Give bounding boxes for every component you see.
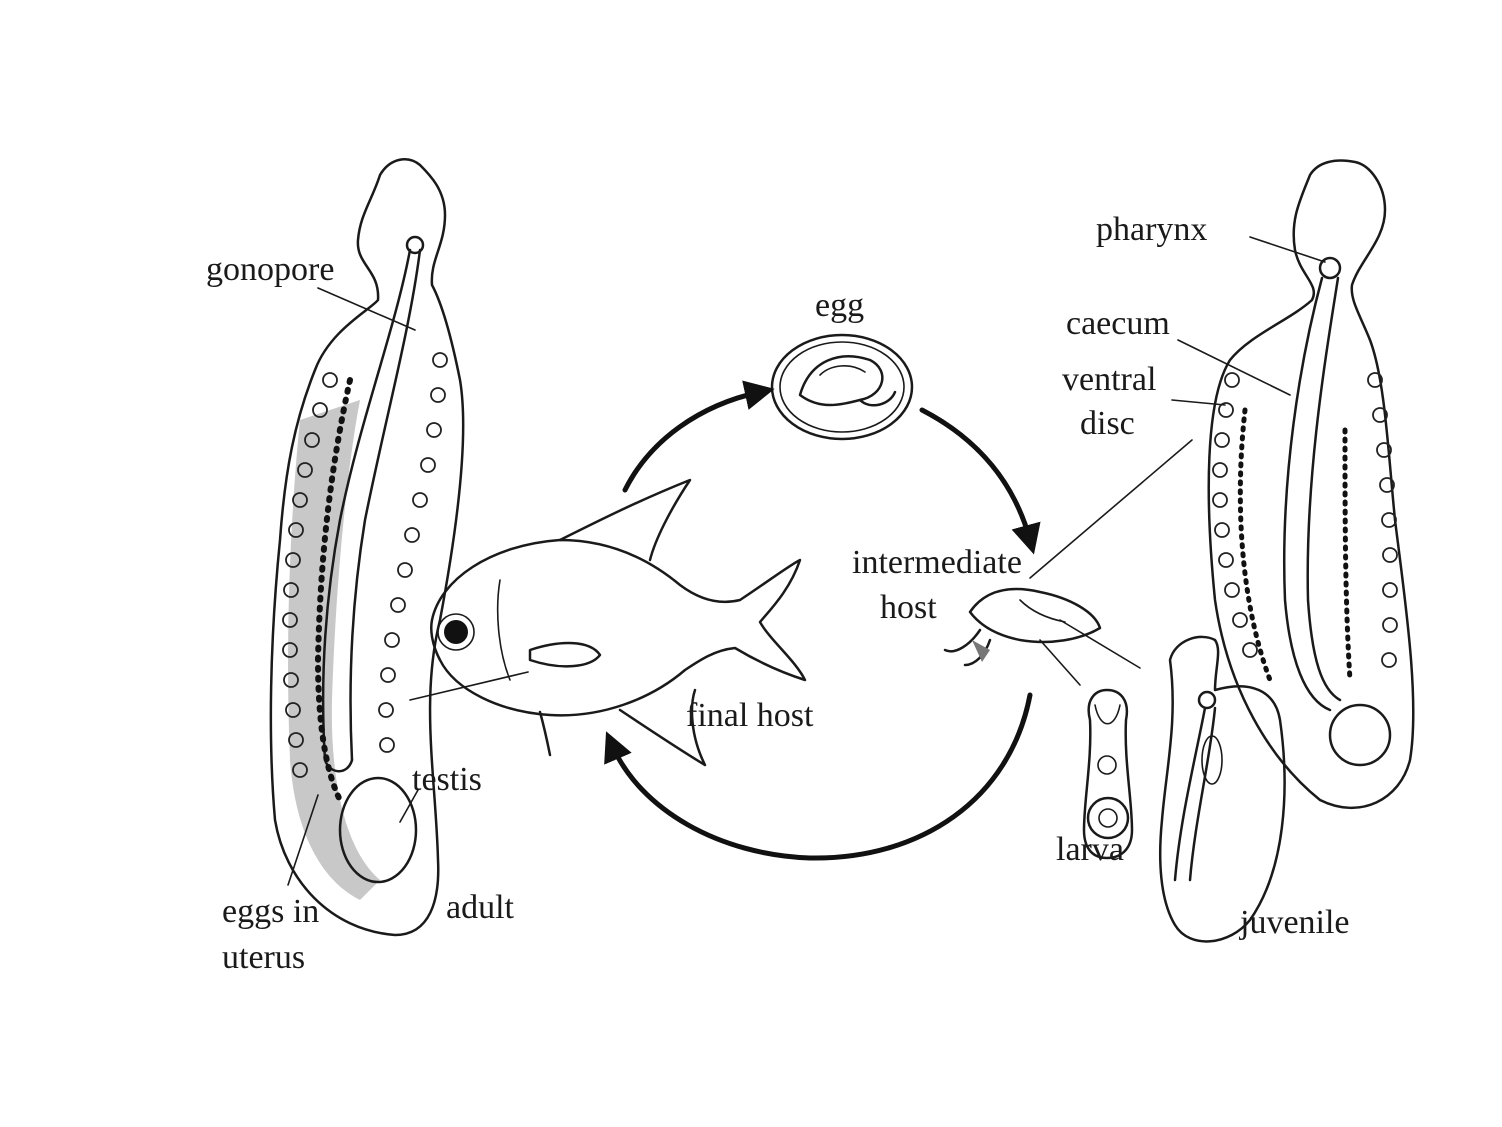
juvenile-label: juvenile: [1240, 904, 1350, 941]
intermediate-host-label-line1: intermediate: [852, 544, 1022, 581]
caecum-label: caecum: [1066, 305, 1170, 342]
larva-label: larva: [1056, 831, 1124, 868]
ventral-disc-label-line2: disc: [1080, 405, 1135, 442]
ventral-disc-label-line1: ventral: [1062, 361, 1157, 398]
pharynx-label: pharynx: [1096, 211, 1208, 248]
egg-label: egg: [815, 287, 865, 324]
egg-drawing: [770, 333, 914, 441]
final-host-label: final host: [686, 697, 814, 734]
larva-drawing: [1082, 688, 1134, 860]
snail-drawing: [943, 587, 1141, 686]
anatomy-worm: [1207, 159, 1415, 810]
intermediate-host-label-line2: host: [880, 589, 937, 626]
testis-label: testis: [412, 761, 482, 798]
eggs-in-uterus-label-line1: eggs in: [222, 893, 320, 930]
eggs-in-uterus-label-line2: uterus: [222, 939, 306, 976]
juvenile-drawing: [1158, 635, 1286, 943]
life-cycle-arrows: [604, 380, 1041, 861]
gonopore-label: gonopore: [206, 251, 335, 288]
adult-worm: [269, 158, 465, 937]
fish-drawing: [409, 478, 807, 767]
label-leader-lines: [287, 236, 1326, 886]
adult-label: adult: [446, 889, 514, 926]
